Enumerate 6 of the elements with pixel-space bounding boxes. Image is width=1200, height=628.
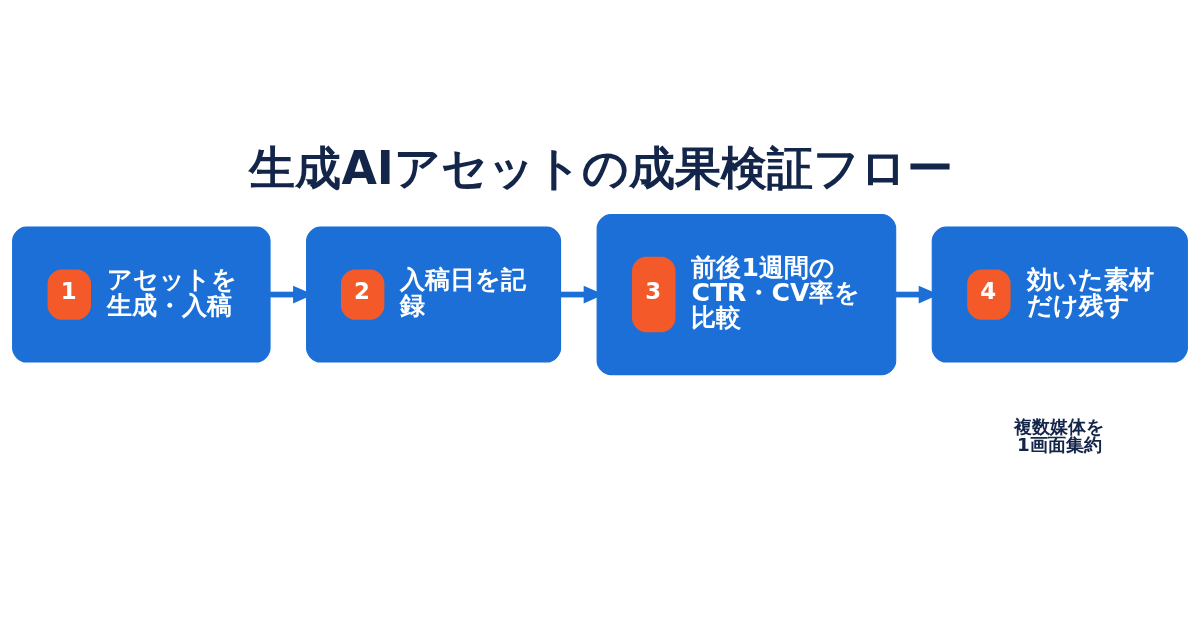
diagram-title: 生成AIアセットの成果検証フロー bbox=[249, 141, 953, 195]
node-box: 3 前後1週間のCTR・CV率を比較 bbox=[596, 213, 897, 376]
node-label: 複数媒体を1画面集約 bbox=[1014, 415, 1105, 456]
node-box: 2 入稿日を記録 bbox=[306, 226, 562, 363]
node-box: 4 効いた素材だけ残す bbox=[931, 226, 1188, 363]
node-box: 1 アセットを生成・入稿 bbox=[12, 226, 271, 363]
